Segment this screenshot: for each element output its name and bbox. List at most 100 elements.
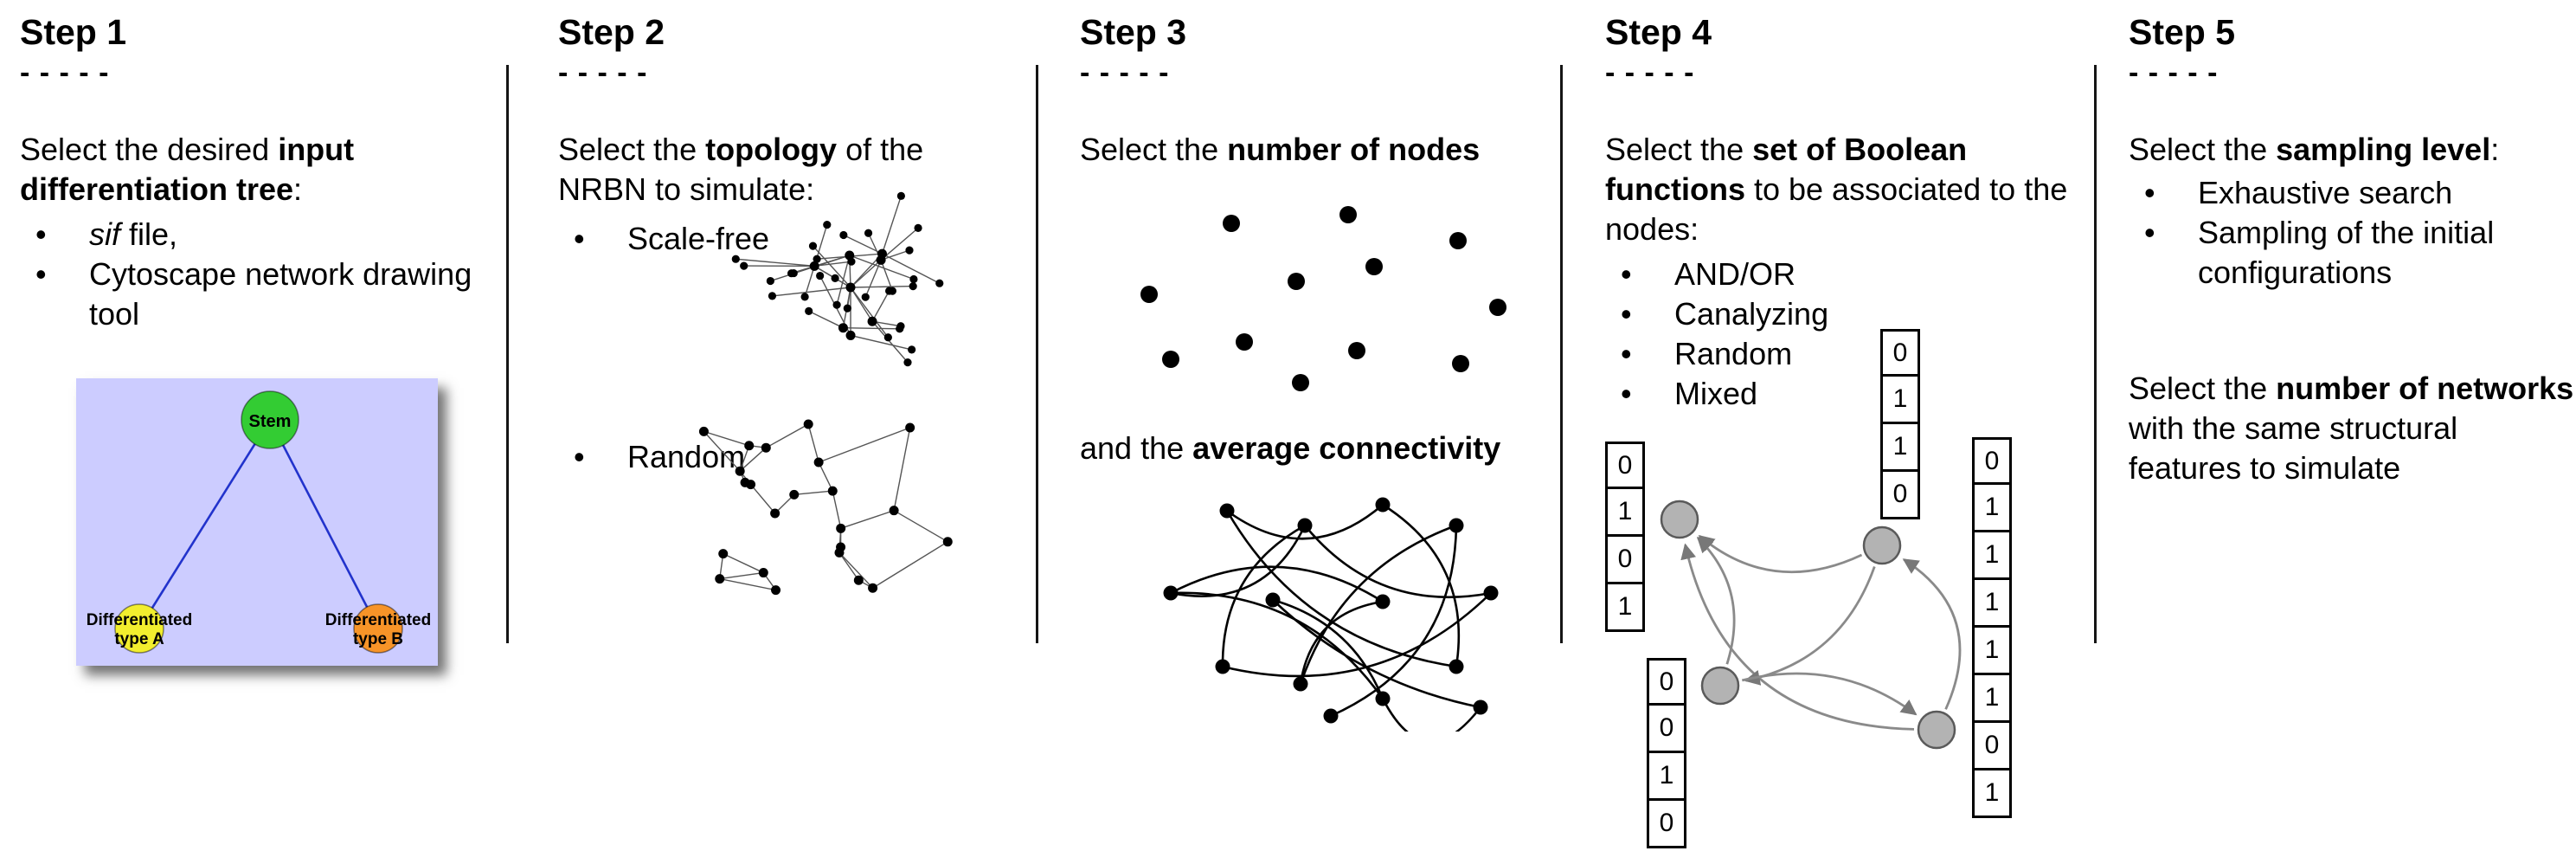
step-4-intro-pre: Select the <box>1605 132 1753 167</box>
truth-table-cell: 1 <box>1972 770 2012 818</box>
bullet-item-mixed: Mixed <box>1605 374 2077 414</box>
truth-table-cell: 0 <box>1880 329 1920 377</box>
sif-rest: file, <box>120 216 178 252</box>
step-1-title: Step 1 <box>20 12 127 52</box>
step-4-intro-post: to be associated to the nodes: <box>1605 171 2068 247</box>
truth-table-cell: 0 <box>1605 442 1645 489</box>
tree-edge-left <box>138 419 272 629</box>
truth-table-right: 0 1 1 1 1 1 0 1 <box>1972 437 2012 818</box>
step-4-bullet-list: AND/OR Canalyzing Random Mixed <box>1605 255 2077 414</box>
truth-table-cell: 0 <box>1605 537 1645 584</box>
type-b-label-line1: Differentiated <box>325 611 431 629</box>
step-4-title: Step 4 <box>1605 12 1712 52</box>
truth-table-cell: 1 <box>1880 424 1920 472</box>
type-a-label-line2: type A <box>114 630 164 648</box>
step-3-intro-bold: number of nodes <box>1227 132 1481 167</box>
truth-table-cell: 0 <box>1972 437 2012 485</box>
type-b-node <box>353 603 403 654</box>
connectivity-tangle-figure <box>1163 497 1499 732</box>
truth-table-bottom: 0 0 1 0 <box>1647 658 1686 848</box>
truth-table-top: 0 1 1 0 <box>1880 329 1920 519</box>
step-4-intro-bold: set of Boolean functions <box>1605 132 1968 207</box>
bullet-item-sif-file: sif file, <box>20 215 491 255</box>
step-2-intro: Select the topology of the NRBN to simul… <box>558 130 1012 210</box>
step-5-networks-bold: number of networks <box>2276 371 2574 406</box>
bullet-item-and-or: AND/OR <box>1605 255 2077 294</box>
stem-node-label: Stem <box>249 412 292 431</box>
step-2-dashes: - - - - - <box>558 56 648 89</box>
step-2-column: Step 2 - - - - - Select the topology of … <box>558 0 1012 851</box>
step-1-intro: Select the desired input differentiation… <box>20 130 491 210</box>
step-5-networks-post: with the same structural features to sim… <box>2129 410 2458 486</box>
step-3-intro: Select the number of nodes <box>1080 130 1539 170</box>
nodes-dots-figure <box>1140 206 1506 391</box>
stem-node <box>241 390 299 449</box>
step-1-bullet-list: sif file, Cytoscape network drawing tool <box>20 215 491 334</box>
truth-table-cell: 1 <box>1972 580 2012 628</box>
bullet-item-random-fn: Random <box>1605 334 2077 374</box>
truth-table-cell: 0 <box>1647 801 1686 848</box>
step-5-intro-bold: sampling level <box>2276 132 2491 167</box>
bullet-item-random: Random <box>558 437 783 477</box>
bullet-item-sampling: Sampling of the initial configurations <box>2129 213 2574 293</box>
sif-italic: sif <box>89 216 120 252</box>
step-5-title: Step 5 <box>2129 12 2236 52</box>
tree-edge-right <box>268 419 380 629</box>
truth-table-cell: 1 <box>1972 485 2012 532</box>
truth-table-cell: 0 <box>1972 723 2012 770</box>
step-2-intro-pre: Select the <box>558 132 706 167</box>
bullet-item-exhaustive: Exhaustive search <box>2129 173 2574 213</box>
step-5-column: Step 5 - - - - - Select the sampling lev… <box>2129 0 2574 851</box>
truth-table-left: 0 1 0 1 <box>1605 442 1645 632</box>
step-5-dashes: - - - - - <box>2129 56 2219 89</box>
truth-table-cell: 1 <box>1605 489 1645 537</box>
bullet-item-canalyzing: Canalyzing <box>1605 294 2077 334</box>
step-2-intro-post: of the NRBN to simulate: <box>558 132 924 207</box>
step-2-intro-bold: topology <box>705 132 838 167</box>
step-4-column: Step 4 - - - - - Select the set of Boole… <box>1605 0 2077 851</box>
type-a-label-line1: Differentiated <box>87 611 192 629</box>
step-5-networks-pre: Select the <box>2129 371 2277 406</box>
step-3-column: Step 3 - - - - - Select the number of no… <box>1080 0 1539 851</box>
column-divider-1 <box>506 65 509 643</box>
truth-table-cell: 1 <box>1880 377 1920 424</box>
step-1-intro-bold: input differentiation tree <box>20 132 355 207</box>
column-divider-3 <box>1560 65 1563 643</box>
truth-table-cell: 0 <box>1880 472 1920 519</box>
type-b-label-line2: type B <box>353 630 403 648</box>
truth-table-cell: 1 <box>1605 584 1645 632</box>
step-3-intro-pre: Select the <box>1080 132 1228 167</box>
truth-table-cell: 1 <box>1972 628 2012 675</box>
column-divider-4 <box>2094 65 2097 643</box>
step-3-title: Step 3 <box>1080 12 1187 52</box>
bullet-item-cytoscape: Cytoscape network drawing tool <box>20 255 491 334</box>
random-network-figure <box>698 419 953 596</box>
step-5-networks-text: Select the number of networks with the s… <box>2129 369 2574 488</box>
boolean-network-graphic: 0 1 0 1 0 1 1 0 0 1 1 1 1 1 0 1 <box>1605 312 2077 851</box>
boolean-network-figure <box>1660 500 1962 750</box>
column-divider-2 <box>1036 65 1038 643</box>
step-4-dashes: - - - - - <box>1605 56 1695 89</box>
truth-table-cell: 0 <box>1647 658 1686 706</box>
differentiation-tree-figure: Stem Differentiated type A Differentiate… <box>76 378 438 666</box>
differentiation-tree-svg: Stem Differentiated type A Differentiate… <box>76 378 438 666</box>
scale-free-network-figure <box>731 191 944 367</box>
step-1-column: Step 1 - - - - - Select the desired inpu… <box>20 0 491 851</box>
step-3-connectivity-bold: average connectivity <box>1192 430 1501 466</box>
step-3-dashes: - - - - - <box>1080 56 1170 89</box>
truth-table-cell: 1 <box>1647 753 1686 801</box>
type-a-node <box>114 603 164 654</box>
step-5-intro-pre: Select the <box>2129 132 2277 167</box>
step-3-connectivity-pre: and the <box>1080 430 1193 466</box>
step-4-intro: Select the set of Boolean functions to b… <box>1605 130 2077 249</box>
truth-table-cell: 1 <box>1972 532 2012 580</box>
step-5-bullet-list: Exhaustive search Sampling of the initia… <box>2129 173 2574 293</box>
step-1-intro-pre: Select the desired <box>20 132 279 167</box>
step-1-intro-post: : <box>293 171 303 207</box>
truth-table-cell: 0 <box>1647 706 1686 753</box>
bullet-item-scale-free: Scale-free <box>558 219 783 259</box>
step-3-connectivity-text: and the average connectivity <box>1080 429 1539 468</box>
step-1-dashes: - - - - - <box>20 56 110 89</box>
step-5-intro-post: : <box>2490 132 2500 167</box>
